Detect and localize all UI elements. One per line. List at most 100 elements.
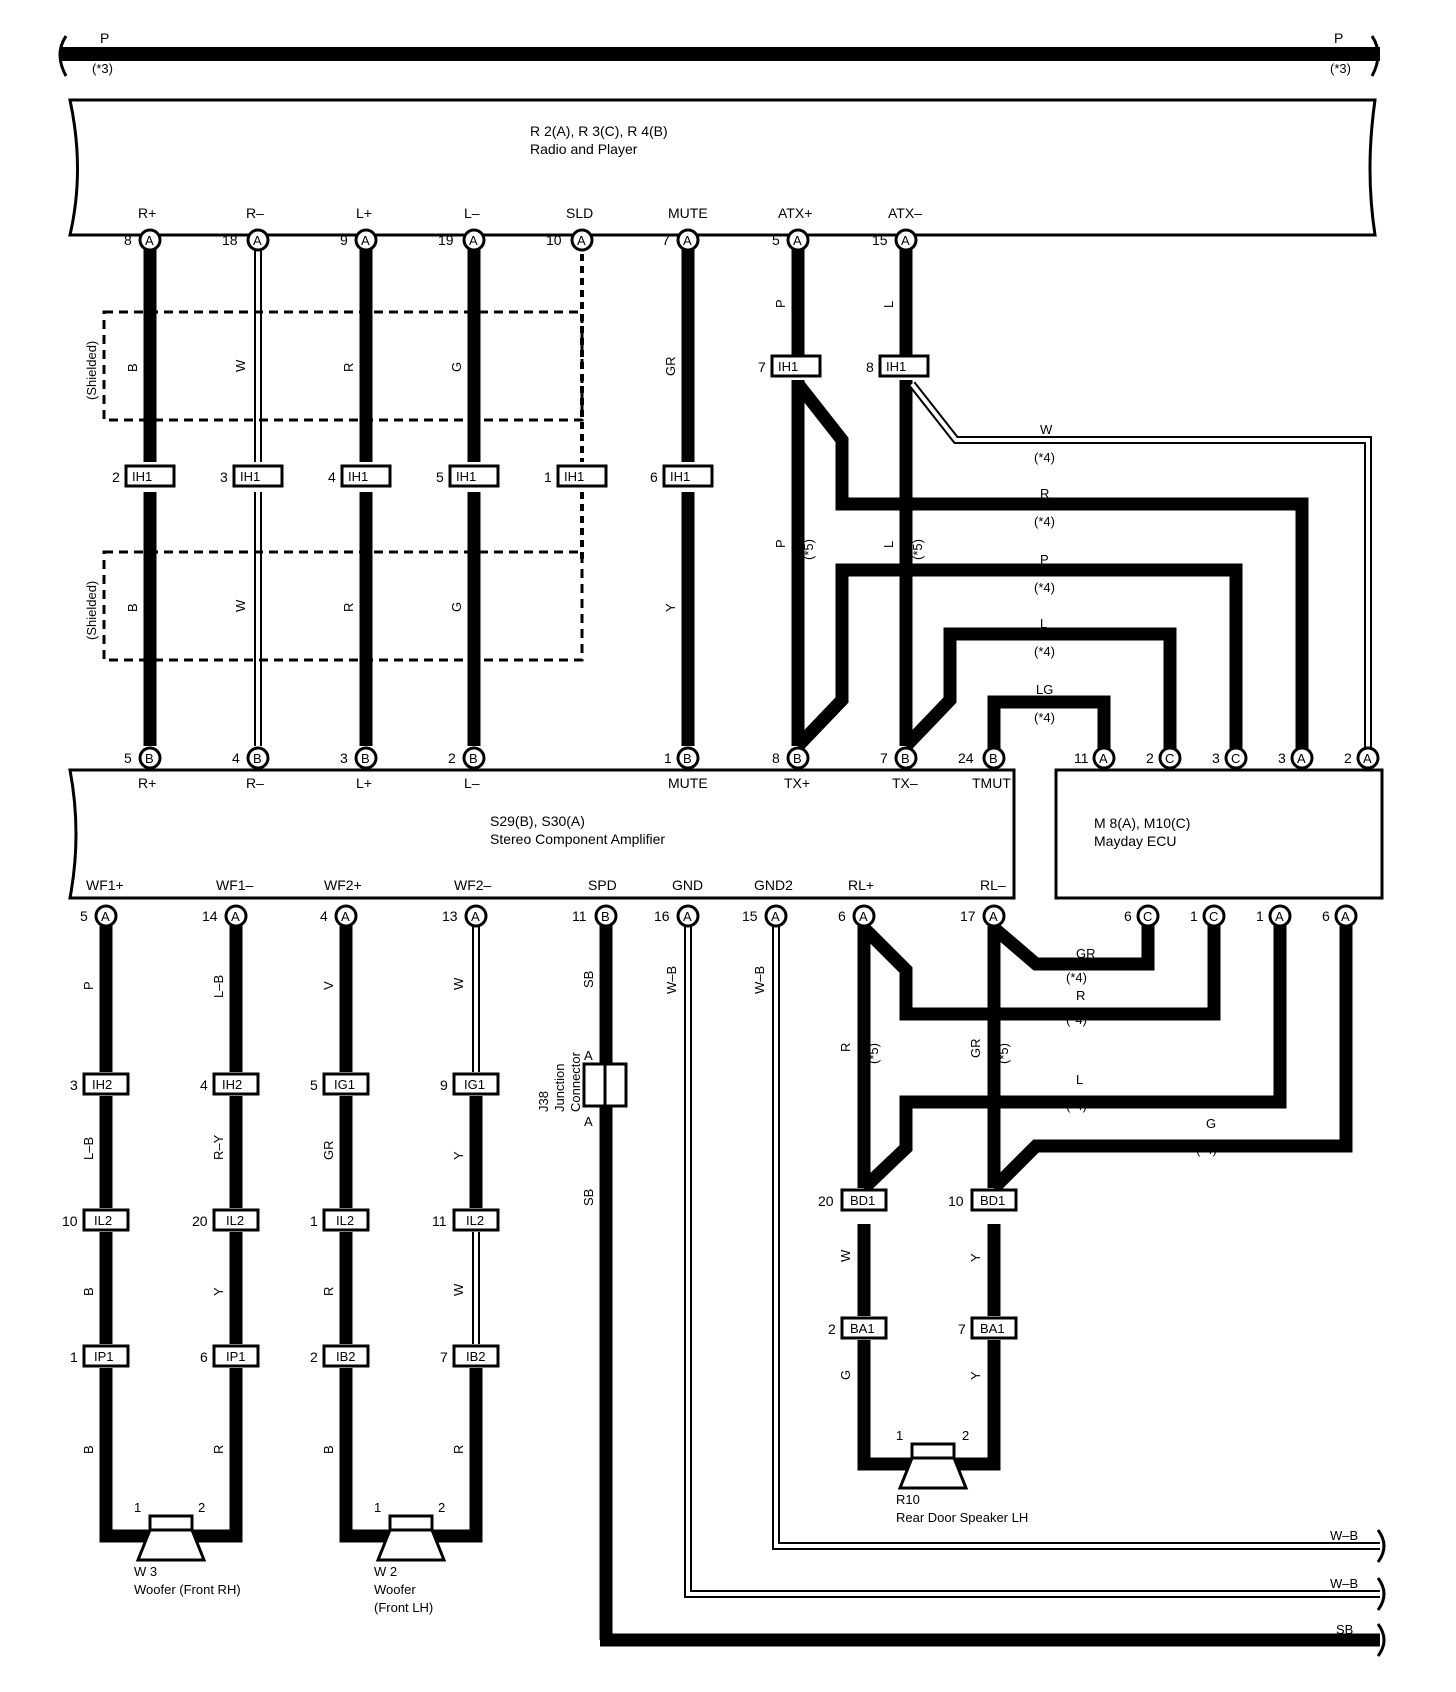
wire-color: B: [125, 603, 140, 612]
wire-note: (*4): [1066, 970, 1087, 985]
mayday-conn: A: [1099, 751, 1108, 766]
connector-pin: 5: [436, 469, 444, 485]
amp-pin-name: WF1–: [216, 877, 254, 893]
radio-pin-num: 10: [546, 232, 562, 248]
wire-color: W–B: [752, 966, 767, 994]
connector-pin: 7: [958, 1321, 966, 1337]
amp-pin-name: TX+: [784, 775, 810, 791]
shield-label-upper: (Shielded): [84, 341, 99, 400]
connector-name: BD1: [980, 1193, 1005, 1208]
wire-color: P: [773, 299, 788, 308]
rear-wire-labels: GR (*4) R (*4) L (*4) G (*4) R (*5) GR (…: [838, 946, 1217, 1380]
amp-conn: B: [145, 751, 154, 766]
connector-pin: 7: [440, 1349, 448, 1365]
radio-pin-num: 15: [872, 232, 888, 248]
wire-color: Y: [211, 1287, 226, 1296]
connector-name: IH2: [222, 1077, 242, 1092]
connector-name: IL2: [226, 1213, 244, 1228]
amp-pin-name: WF1+: [86, 877, 124, 893]
amp-pin-num: 24: [958, 750, 974, 766]
amp-conn: B: [683, 751, 692, 766]
junction-name: Junction: [552, 1064, 567, 1112]
amp-pin-name: RL+: [848, 877, 874, 893]
radio-pin-name: R+: [138, 205, 156, 221]
connector-name: IH1: [670, 469, 690, 484]
mayday-pin-num: 6: [1322, 908, 1330, 924]
amp-pin-name: GND2: [754, 877, 793, 893]
wire-color: G: [449, 602, 464, 612]
wire-note: (*5): [996, 1043, 1011, 1064]
amp-conn: B: [901, 751, 910, 766]
radio-conn: A: [577, 233, 586, 248]
speaker-pin: 2: [438, 1500, 445, 1515]
wire-color: R: [211, 1445, 226, 1454]
radio-conn: A: [361, 233, 370, 248]
wire-color: SB: [581, 971, 596, 988]
radio-conn: A: [901, 233, 910, 248]
junction-name: Connector: [568, 1051, 583, 1112]
wire-color: R: [321, 1287, 336, 1296]
wire-color: P: [773, 539, 788, 548]
amp-conn: A: [101, 909, 110, 924]
wire-color: SB: [581, 1189, 596, 1206]
amp-conn: A: [471, 909, 480, 924]
connector-name: IG1: [464, 1077, 485, 1092]
amp-pin-num: 17: [960, 908, 976, 924]
power-bus-label-left: P: [100, 30, 109, 46]
wire-color: B: [81, 1445, 96, 1454]
amp-pin-num: 14: [202, 908, 218, 924]
wire-color: P: [1040, 552, 1049, 567]
speaker-name: Woofer: [374, 1582, 416, 1597]
wire-color: W: [451, 1283, 466, 1296]
speaker-name: (Front LH): [374, 1600, 433, 1615]
power-bus-note-right: (*3): [1330, 61, 1351, 76]
mayday-top-pins: A C C A A 11 2 3 3 2: [1074, 746, 1380, 770]
bus-label: W–B: [1330, 1528, 1358, 1543]
wire-note: (*5): [801, 539, 816, 560]
mayday-pin-num: 11: [1074, 750, 1089, 766]
wire-color: G: [1206, 1116, 1216, 1131]
speaker-name: Woofer (Front RH): [134, 1582, 241, 1597]
mayday-pin-num: 2: [1344, 750, 1352, 766]
amp-conn: A: [231, 909, 240, 924]
speaker-code: W 2: [374, 1564, 397, 1579]
amp-conn: B: [253, 751, 262, 766]
radio-pin-num: 5: [772, 232, 780, 248]
radio-pin-conn-letters: A A A A A A A A: [145, 233, 910, 248]
amp-pin-num: 5: [80, 908, 88, 924]
radio-pin-name: ATX+: [778, 205, 812, 221]
radio-pin-num: 18: [222, 232, 238, 248]
wire-color: W: [233, 599, 248, 612]
wire-color: R: [1076, 988, 1085, 1003]
wire-color: GR: [1076, 946, 1096, 961]
mayday-conn: C: [1231, 751, 1240, 766]
wire-color: R–Y: [211, 1134, 226, 1160]
amp-pin-name: GND: [672, 877, 703, 893]
speaker-pin: 1: [134, 1500, 141, 1515]
amp-conn: A: [683, 909, 692, 924]
mayday-pin-num: 1: [1190, 908, 1198, 924]
amp-pin-name: WF2–: [454, 877, 492, 893]
junction-connector-j38: A A J38 Junction Connector SB SB W–B W–B: [536, 966, 767, 1206]
connector-pin: 11: [432, 1213, 447, 1229]
wire-note: (*4): [1066, 1098, 1087, 1113]
connector-pin: 4: [328, 469, 336, 485]
amp-pin-name: MUTE: [668, 775, 708, 791]
connector-pin: 4: [200, 1077, 208, 1093]
power-bus: P (*3) P (*3): [58, 30, 1380, 77]
wire-note: (*4): [1034, 644, 1055, 659]
connector-pin: 2: [112, 469, 120, 485]
amp-pin-name: SPD: [588, 877, 617, 893]
wire-color: L: [881, 301, 896, 308]
radio-conn: A: [469, 233, 478, 248]
radio-pin-num: 9: [340, 232, 348, 248]
radio-pin-num: 7: [662, 232, 670, 248]
connector-pin: 3: [70, 1077, 78, 1093]
wire-color: L: [1076, 1072, 1083, 1087]
wire-color: Y: [451, 1151, 466, 1160]
connector-name: IH1: [564, 469, 584, 484]
amp-conn: B: [361, 751, 370, 766]
connector-pin: 20: [818, 1193, 834, 1209]
wire-color: G: [838, 1370, 853, 1380]
